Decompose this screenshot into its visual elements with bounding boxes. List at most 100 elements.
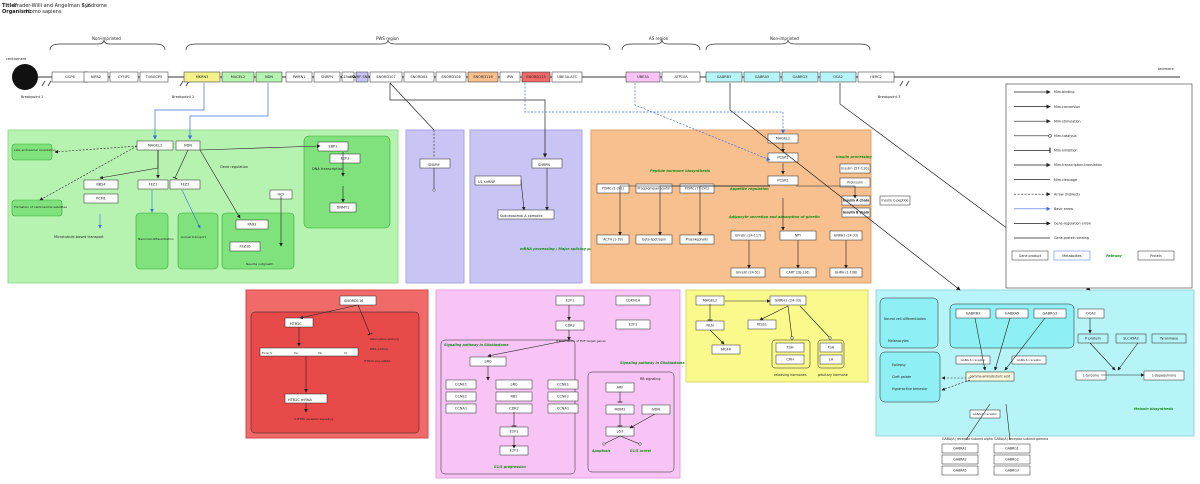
gene-snord115[interactable]: SNORD115 [521,71,551,83]
pink-ccne1b-node[interactable]: CCNE1 [547,379,579,390]
green-fez1-node[interactable]: FEZ1 [137,179,169,190]
cyan-tyrosinase-node[interactable]: Tyrosinase [1151,333,1187,344]
pink-e2f1b-node[interactable]: E2F1 [615,319,651,330]
gene-pwrn1[interactable]: PWRN1 [285,71,313,83]
gene-snurf-snrpn[interactable]: SNURF-SNRPN [349,71,375,83]
gene-c15orf2[interactable]: C15orf2 [341,71,355,83]
green-pcm1-node[interactable]: PCM1 [83,193,119,204]
pink-arf-node[interactable]: ARF [605,382,635,393]
yellow-gnrh-node[interactable]: GNRH1 (24-33) [769,295,807,306]
snurf-node[interactable] [419,158,451,169]
green-dnmt1-node[interactable]: DNMT1 [329,202,357,213]
cyan-tyrosine-node[interactable]: L-tyrosine [1075,370,1107,381]
green-ebp1-node[interactable]: EBP1 [317,141,349,152]
pink-cdk2-node[interactable]: CDK2 [555,320,585,331]
yellow-lh-node[interactable]: LH [819,354,843,365]
gene-cyfip1[interactable]: CYFIP1 [109,71,139,83]
pink-ccne2b-node[interactable]: CCNE2 [547,391,579,402]
gene-herc2[interactable]: HERC2 [857,71,895,83]
green-fez1b-node[interactable]: FEZ1b [229,241,261,252]
pink-cdk2b-node[interactable]: CDK2 [495,403,533,414]
cyan-dopaquinone-node[interactable]: L-dopaquinone [1143,370,1185,381]
pink-ccne1-node[interactable]: CCNE1 [445,379,477,390]
orange-cart42-node[interactable]: CART (28-116) [779,267,817,278]
gaba-table-1-row-2[interactable]: GABRG3 [993,465,1031,476]
green-e2f1-node[interactable]: E2F1 [329,153,361,164]
orange-ghrh32-node[interactable]: GHRH (1-108) [829,267,863,278]
gene-ube3a-ats[interactable]: UBE3A-ATS [551,71,583,83]
yellow-nln-node[interactable]: NLN [695,320,725,331]
gene-ipw[interactable]: IPW [499,71,521,83]
gene-gcp6[interactable]: GCP6 [51,71,89,83]
gene-ndn[interactable]: NDN [255,71,283,83]
orange-magel2-node[interactable]: MAGEL2 [767,133,799,144]
pink-mdm2-node[interactable]: MDM2 [605,404,635,415]
gene-snrpn[interactable]: SNRPN [313,71,341,83]
orange-proenk-node[interactable]: Proenkephalin [679,234,715,245]
gene-atp10a[interactable]: ATP10A [661,71,701,83]
pink-ccne2-node[interactable]: CCNE2 [445,391,477,402]
yellow-kiss1-node[interactable]: KISS1 [747,319,777,330]
pink-e2f1-node[interactable]: E2F1 [555,295,585,306]
cyan-receptor-a-node[interactable]: GABA(A) receptor [955,355,991,365]
orange-pomc77-node[interactable]: POMC (77-241) [679,183,715,194]
pink-p53-node[interactable]: p53 [605,426,635,437]
green-magel2-node[interactable]: MAGEL2 [136,140,174,151]
gaba-table-0-row-2[interactable]: GABRA5 [941,465,979,476]
orange-pomc-node[interactable]: POMC (1-241) [596,183,630,194]
cyan-gabrg3-node[interactable]: GABRG3 [1033,308,1067,319]
pink-prb2-node[interactable]: pRb [495,379,533,390]
gene-gabrb3[interactable]: GABRB3 [705,71,743,83]
green-fez2-node[interactable]: FEZ2 [169,179,201,190]
orange-insulin-57-node[interactable]: Insulin (57-110) [839,163,871,174]
orange-proopio-node[interactable]: Proopiomelanocortin [635,183,673,194]
gaba-table-0-row-1[interactable]: GABRA2 [941,454,979,465]
yellow-mc4r-node[interactable]: MC4R [711,344,741,355]
pink-ccna1-node[interactable]: CCNA1 [445,403,477,414]
orange-pcsk1-node[interactable]: PCSK1 [767,152,799,163]
gene-mkrn3[interactable]: MKRN3 [183,71,221,83]
cyan-p-protein-node[interactable]: P protein [1077,333,1109,344]
gaba-table-1-row-0[interactable]: GABRG1 [993,443,1031,454]
orange-insulin-c-node[interactable]: Insulin C-peptide [879,195,911,206]
yellow-magel2-node[interactable]: MAGEL2 [695,295,725,306]
cyan-gaba-node[interactable]: gamma-aminobutyric acid [965,371,1015,382]
pink-cdkn1a-node[interactable]: CDKN1A [615,295,651,306]
gene-oca2[interactable]: OCA2 [819,71,857,83]
gene-magel2[interactable]: MAGEL2 [221,71,255,83]
gene-snord116[interactable]: SNORD116 [467,71,499,83]
spliceosome-node[interactable] [497,209,555,220]
gene-snord108[interactable]: SNORD108 [435,71,467,83]
pink-ndn-node[interactable]: NDN [641,404,671,415]
gene-gabra5[interactable]: GABRA5 [743,71,781,83]
cyan-oca2-node[interactable]: OCA2 [1077,308,1105,319]
green-pax2-node[interactable]: PAX2 [235,219,269,230]
green-bbs4-node[interactable]: BBS4 [83,179,119,190]
pink-rb1-node[interactable]: RB1 [495,391,533,402]
pink-prb-node[interactable]: pRb [469,356,507,367]
orange-acth-node[interactable]: ACTH (1-39) [596,234,630,245]
orange-insulin-b-node[interactable]: Insulin B chain [841,207,871,218]
orange-lipotropin-node[interactable]: beta-lipotropin [635,234,673,245]
yellow-tsh-node[interactable]: TSH [775,342,805,353]
gene-snord107[interactable]: SNORD107 [369,71,403,83]
pink-ccna1b-node[interactable]: CCNA1 [547,403,579,414]
cyan-gabrb3-node[interactable]: GABRB3 [955,308,991,319]
green-ndn-node[interactable]: NDN [175,140,201,151]
gene-gabrg3[interactable]: GABRG3 [781,71,819,83]
orange-ghrh-node[interactable]: GNRH1 (24-33) [829,230,863,241]
yellow-crh-node[interactable]: CRH [775,354,805,365]
cyan-receptor-b-node[interactable]: GABA(A) receptor [1011,355,1047,365]
cyan-gabra5-node[interactable]: GABRA5 [995,308,1029,319]
gaba-table-0-row-0[interactable]: GABRA1 [941,443,979,454]
yellow-fsh-node[interactable]: FSH [819,342,843,353]
orange-ghrelin2451-node[interactable]: Ghrelin (24-51) [730,267,766,278]
gaba-table-1-row-1[interactable]: GABRG2 [993,454,1031,465]
gene-tubgcp5[interactable]: TUBGCP5 [139,71,169,83]
gene-ube3a[interactable]: UBE3A [625,71,661,83]
gene-snord64[interactable]: SNORD64 [403,71,435,83]
cyan-receptor-c-node[interactable]: GABA(A) receptor [969,409,1001,419]
orange-cart-node[interactable]: NPY [779,230,817,241]
pink-e2f1c-node[interactable]: E2F1 [499,426,529,437]
gene-nipa2[interactable]: NIPA2 [83,71,109,83]
